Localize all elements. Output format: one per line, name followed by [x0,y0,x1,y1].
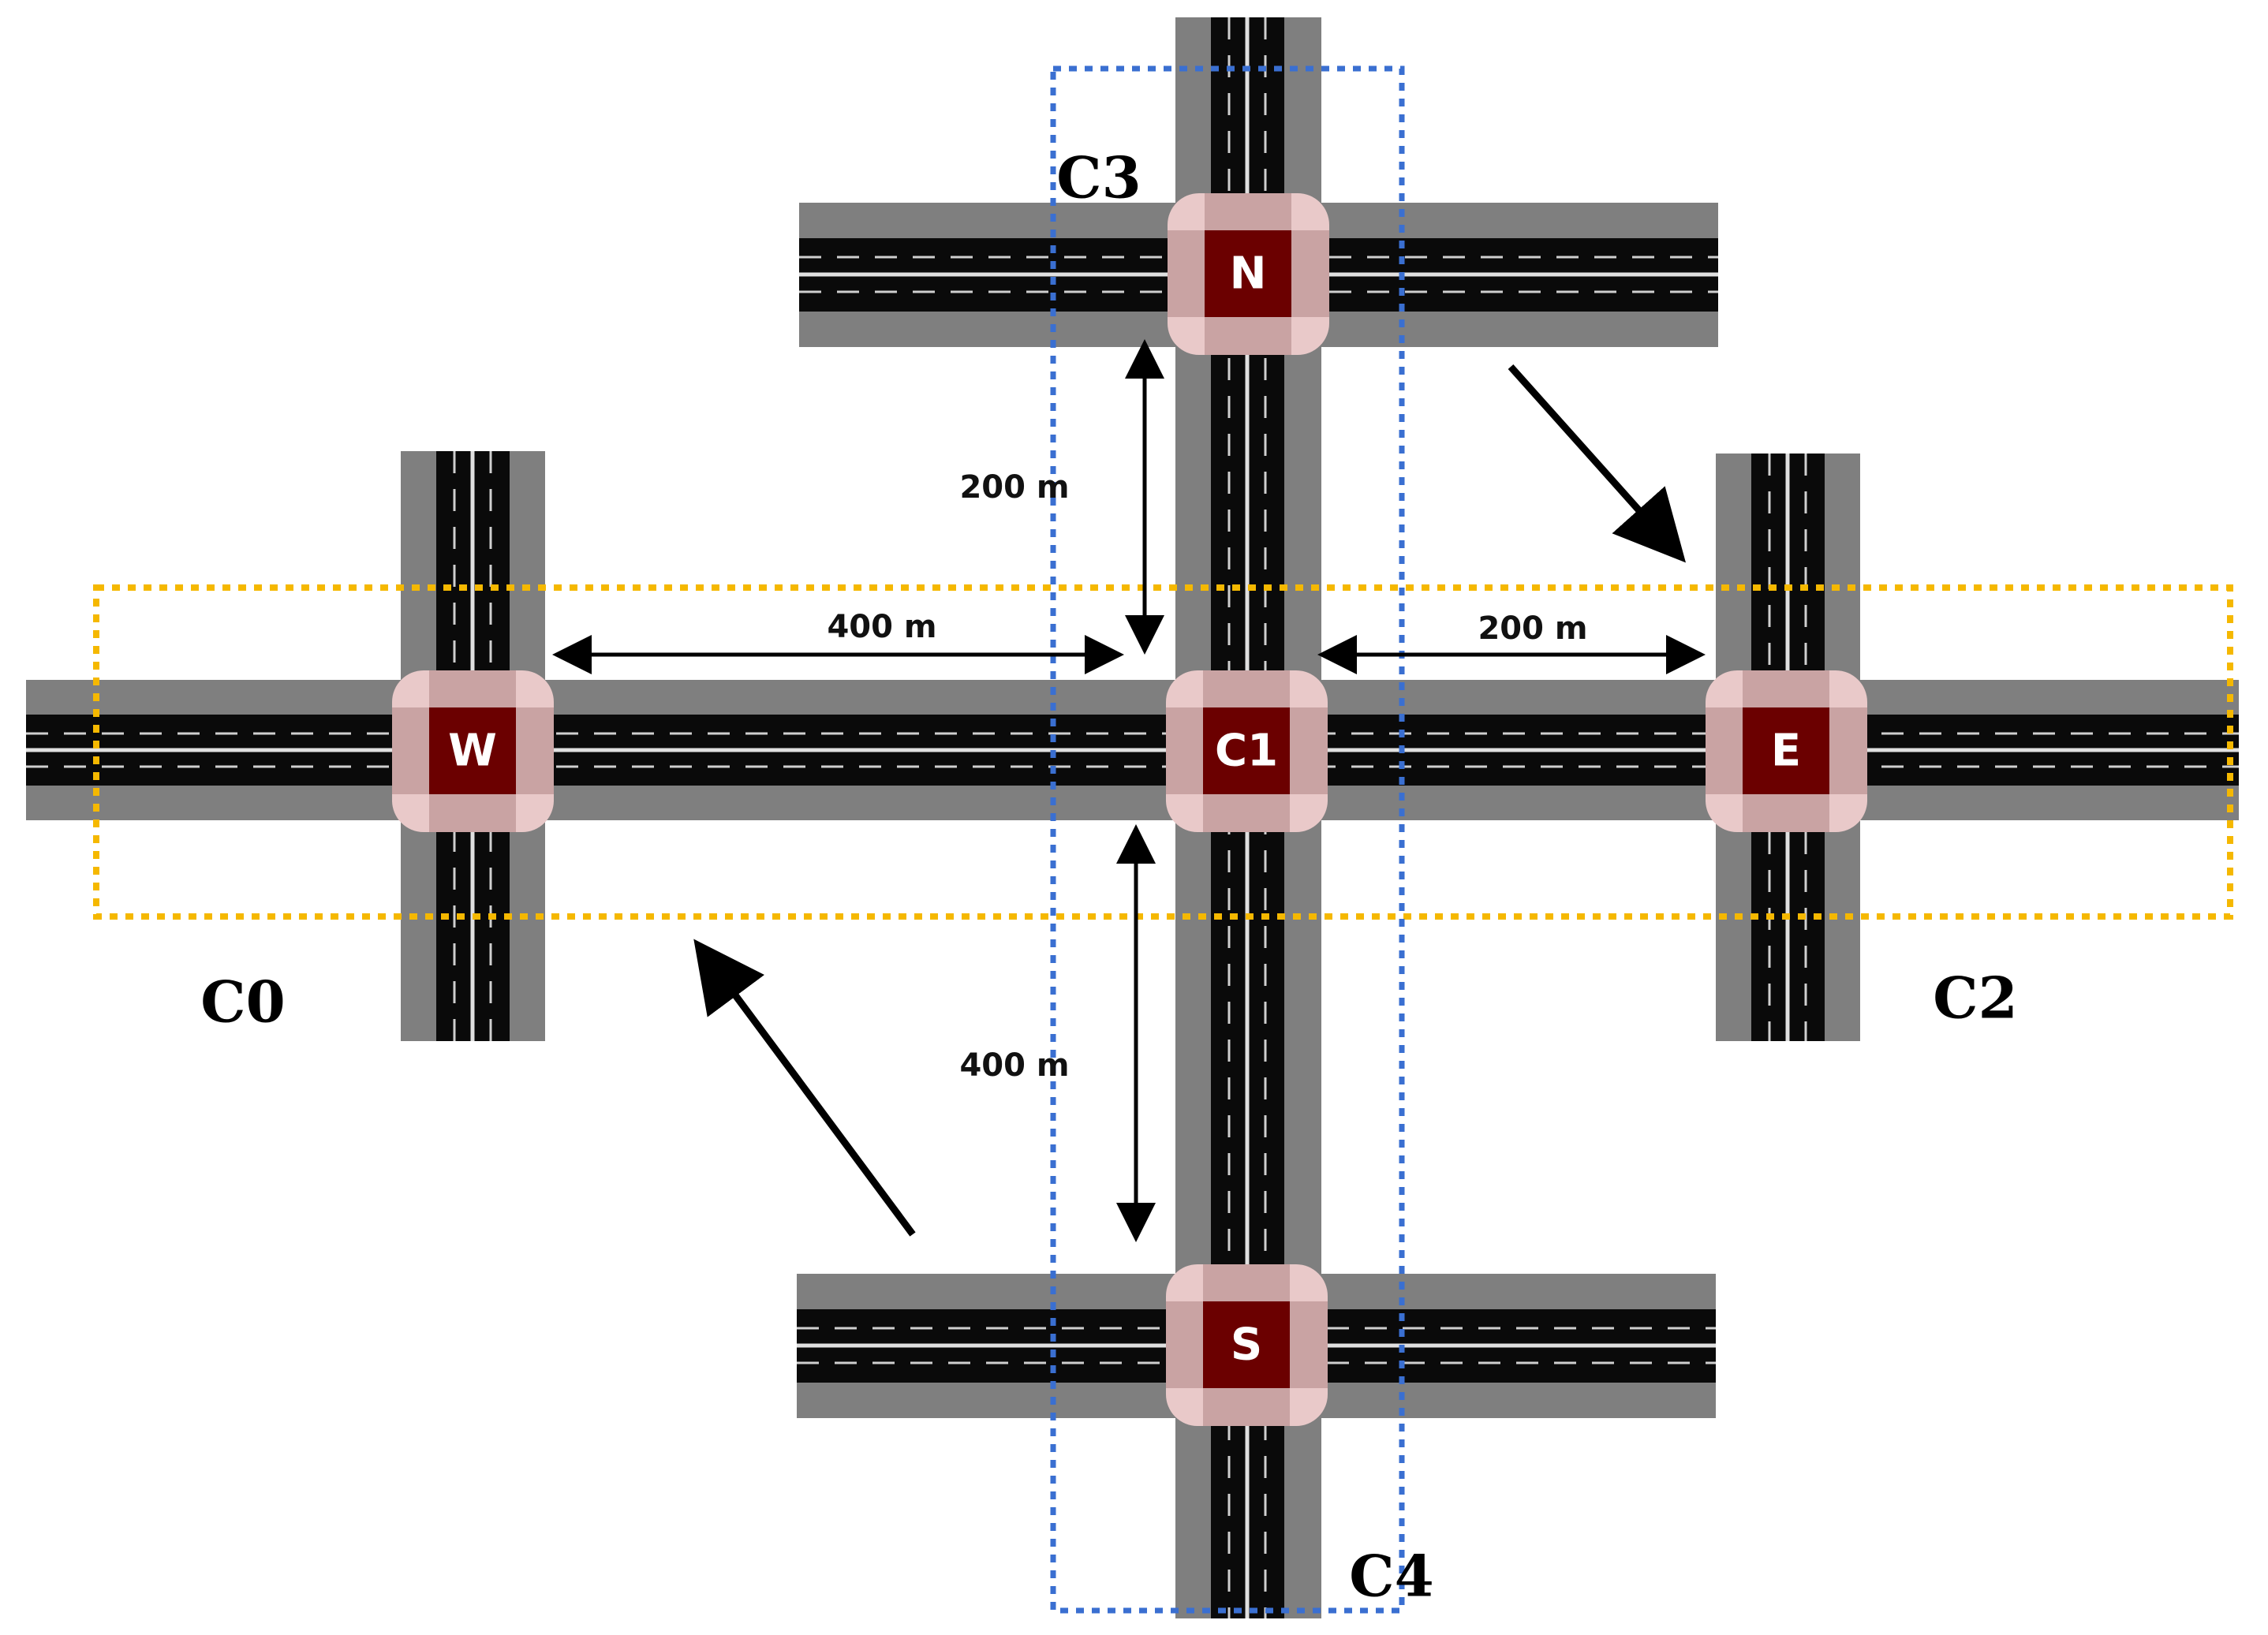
distance-label-center-east: 200 m [1478,610,1587,647]
cluster-label-c4: C4 [1349,1543,1433,1610]
intersection-label-west: W [448,726,497,777]
cluster-box-vertical [1050,65,1405,1614]
distance-label-west-center: 400 m [827,609,936,645]
intersection-east: E [1706,670,1867,832]
intersection-label-south: S [1231,1320,1262,1371]
intersection-label-north: N [1230,248,1267,300]
cluster-label-c3: C3 [1056,144,1141,211]
flow-arrow-south-to-west [693,939,916,1237]
intersection-label-center: C1 [1215,726,1278,777]
cluster-label-c0: C0 [200,969,285,1036]
intersection-label-east: E [1771,726,1801,777]
flow-arrow-north-to-east [1508,364,1686,563]
intersection-center: C1 [1166,670,1328,832]
intersection-south: S [1166,1264,1328,1426]
distance-label-north-center: 200 m [959,469,1069,506]
road-main-horizontal [26,680,2239,820]
cluster-label-c2: C2 [1933,965,2017,1032]
distance-label-center-south: 400 m [959,1047,1069,1084]
intersection-north: N [1168,193,1329,355]
intersection-west: W [392,670,554,832]
